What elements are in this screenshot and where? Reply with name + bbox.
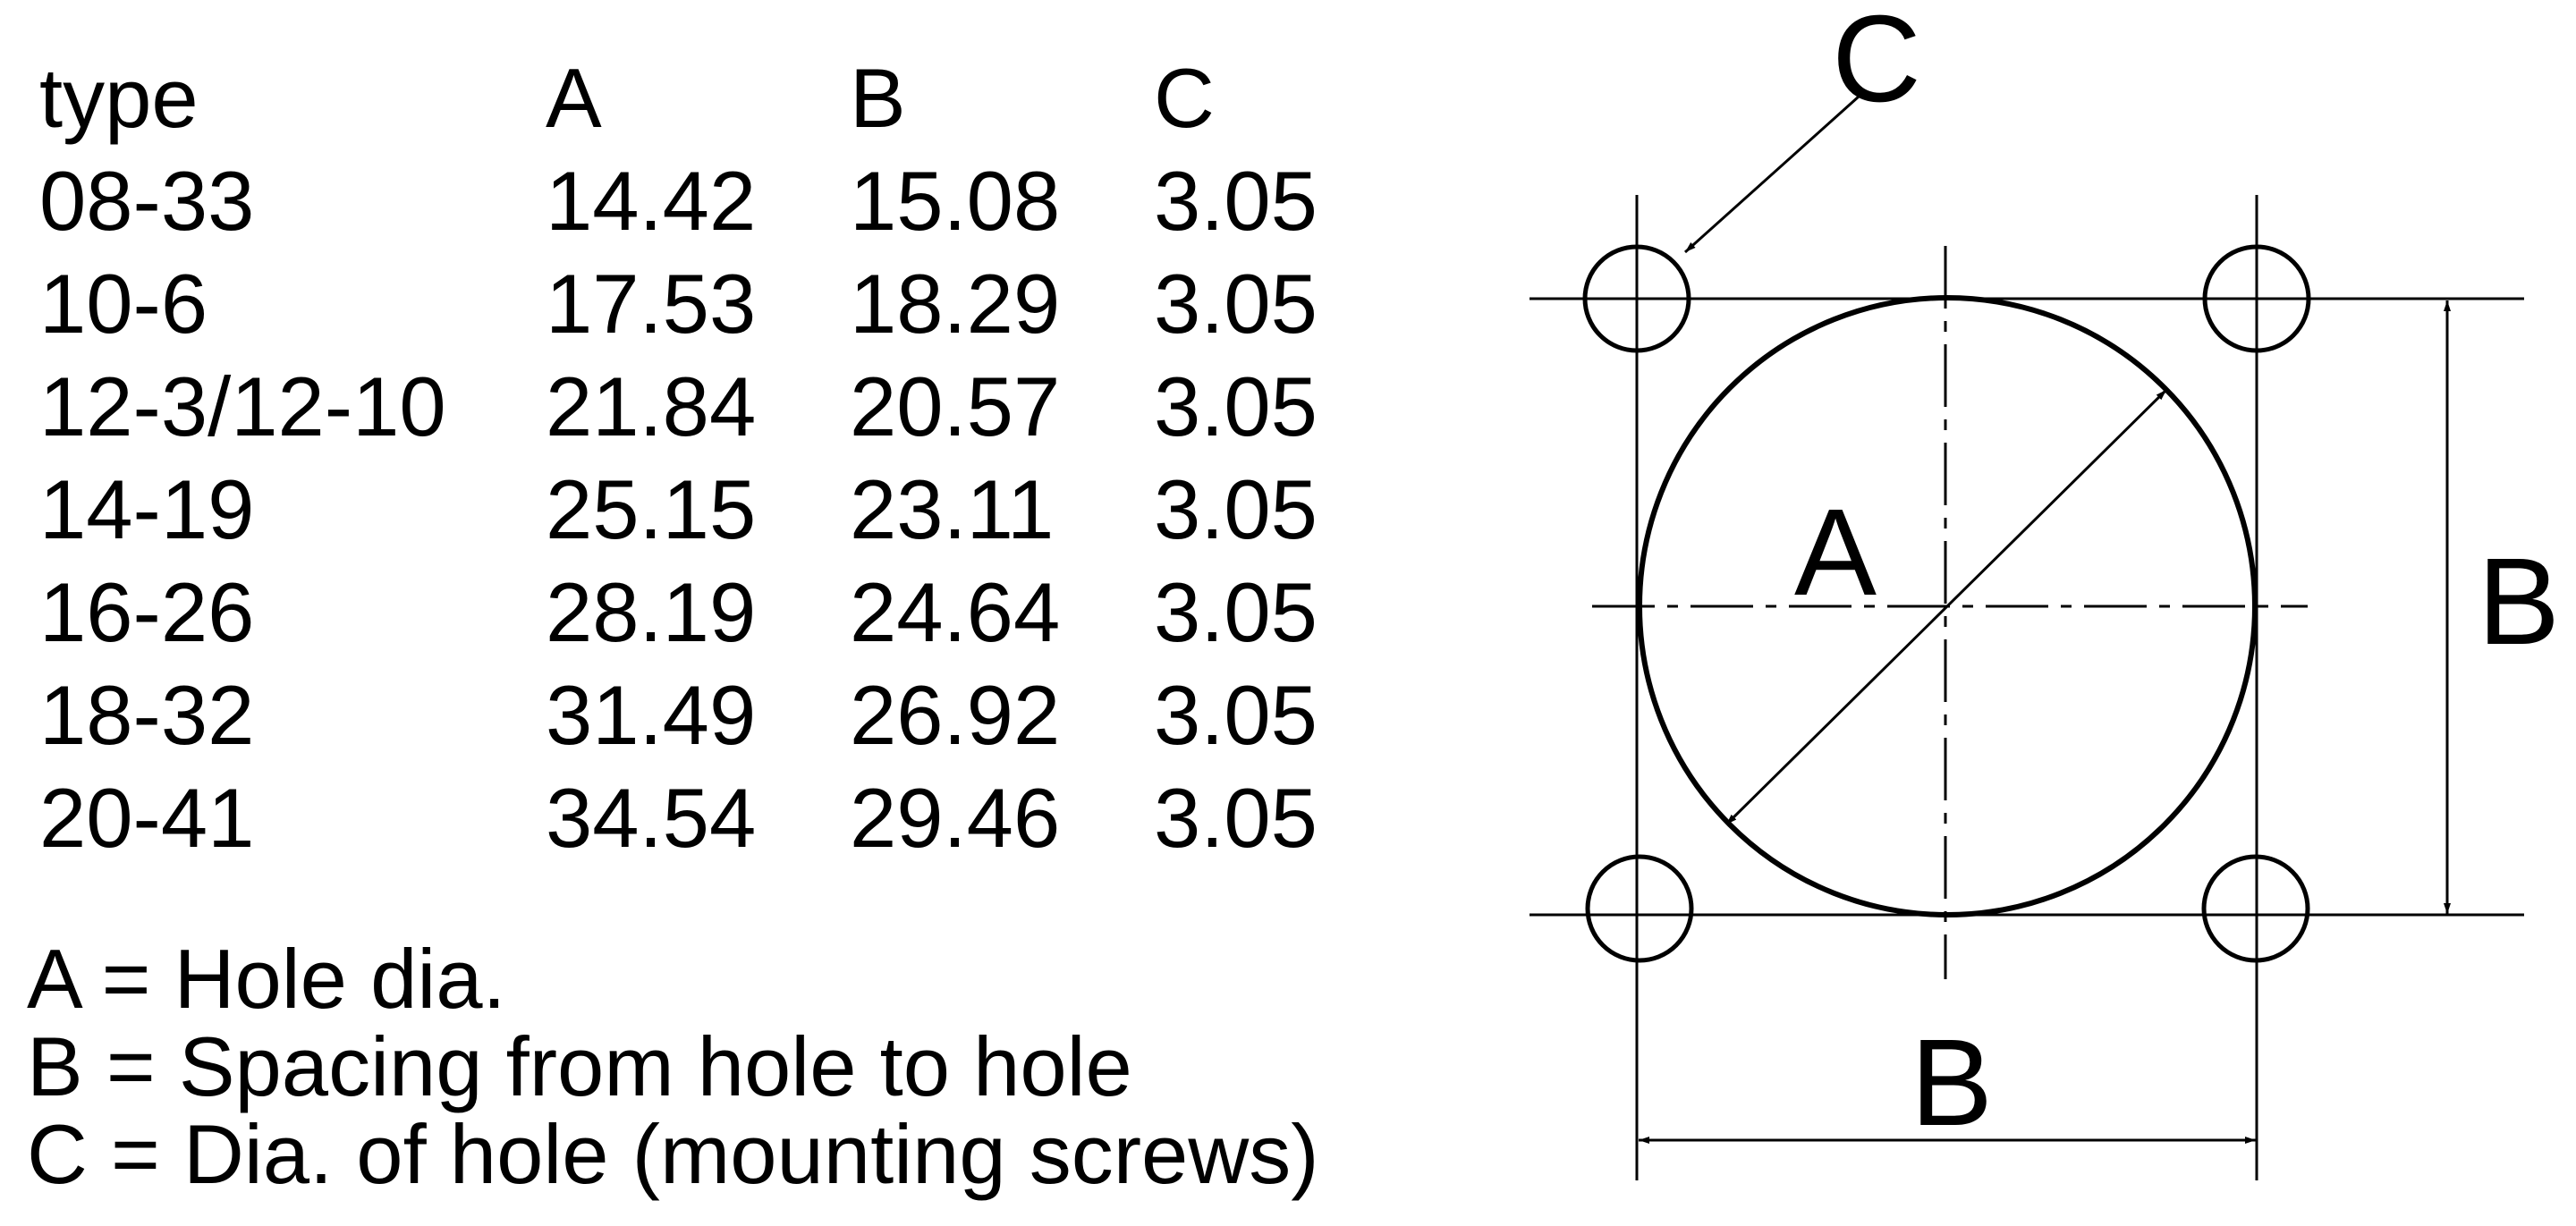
- cell-c: 3.05: [1154, 668, 1318, 762]
- cell-b: 24.64: [850, 565, 1061, 659]
- cell-type: 10-6: [39, 257, 208, 351]
- legend-item-c: C = Dia. of hole (mounting screws): [27, 1107, 1319, 1201]
- cell-type: 16-26: [39, 565, 255, 659]
- cell-a: 28.19: [546, 565, 757, 659]
- mounting-hole-top-left: [1582, 244, 1691, 353]
- cell-type: 14-19: [39, 462, 255, 556]
- cell-b: 26.92: [850, 668, 1061, 762]
- cell-b: 29.46: [850, 771, 1061, 865]
- cell-type: 18-32: [39, 668, 255, 762]
- mounting-hole-top-right: [2202, 244, 2311, 353]
- cell-a: 31.49: [546, 668, 757, 762]
- header-b: B: [850, 51, 906, 145]
- cell-a: 25.15: [546, 462, 757, 556]
- table-header-row: type A B C: [39, 47, 1422, 149]
- header-a: A: [546, 51, 602, 145]
- label-b-horizontal: B: [1911, 1014, 1993, 1152]
- mounting-diagram: C A B B: [1530, 0, 2560, 1180]
- legend-item-a: A = Hole dia.: [27, 932, 506, 1026]
- mounting-hole-bottom-left: [1585, 854, 1694, 963]
- cell-c: 3.05: [1154, 771, 1318, 865]
- cell-type: 12-3/12-10: [39, 359, 446, 453]
- table-row: 16-26 28.19 24.64 3.05: [39, 561, 1422, 664]
- main-hole-circle: [1637, 295, 2258, 917]
- cell-c: 3.05: [1154, 462, 1318, 556]
- table-row: 10-6 17.53 18.29 3.05: [39, 252, 1422, 355]
- header-c: C: [1154, 51, 1215, 145]
- cell-b: 20.57: [850, 359, 1061, 453]
- cell-type: 20-41: [39, 771, 255, 865]
- cell-a: 34.54: [546, 771, 757, 865]
- cell-a: 14.42: [546, 154, 757, 248]
- cell-c: 3.05: [1154, 154, 1318, 248]
- c-leader-arrow: [1683, 95, 1860, 254]
- cell-a: 21.84: [546, 359, 757, 453]
- cell-c: 3.05: [1154, 257, 1318, 351]
- cell-type: 08-33: [39, 154, 255, 248]
- cell-c: 3.05: [1154, 359, 1318, 453]
- legend: A = Hole dia. B = Spacing from hole to h…: [27, 935, 1319, 1198]
- mounting-hole-bottom-right: [2201, 854, 2310, 963]
- label-a: A: [1794, 484, 1877, 621]
- table-row: 14-19 25.15 23.11 3.05: [39, 458, 1422, 561]
- label-b-vertical: B: [2478, 533, 2560, 671]
- table-row: 18-32 31.49 26.92 3.05: [39, 664, 1422, 766]
- cell-b: 15.08: [850, 154, 1061, 248]
- legend-item-b: B = Spacing from hole to hole: [27, 1019, 1132, 1113]
- cell-b: 18.29: [850, 257, 1061, 351]
- cell-c: 3.05: [1154, 565, 1318, 659]
- table-row: 12-3/12-10 21.84 20.57 3.05: [39, 355, 1422, 458]
- cell-b: 23.11: [850, 462, 1055, 556]
- diameter-a-arrow: [1724, 388, 2168, 826]
- table-row: 20-41 34.54 29.46 3.05: [39, 766, 1422, 869]
- cell-a: 17.53: [546, 257, 757, 351]
- label-c: C: [1832, 0, 1921, 128]
- header-type: type: [39, 51, 199, 145]
- table-row: 08-33 14.42 15.08 3.05: [39, 149, 1422, 252]
